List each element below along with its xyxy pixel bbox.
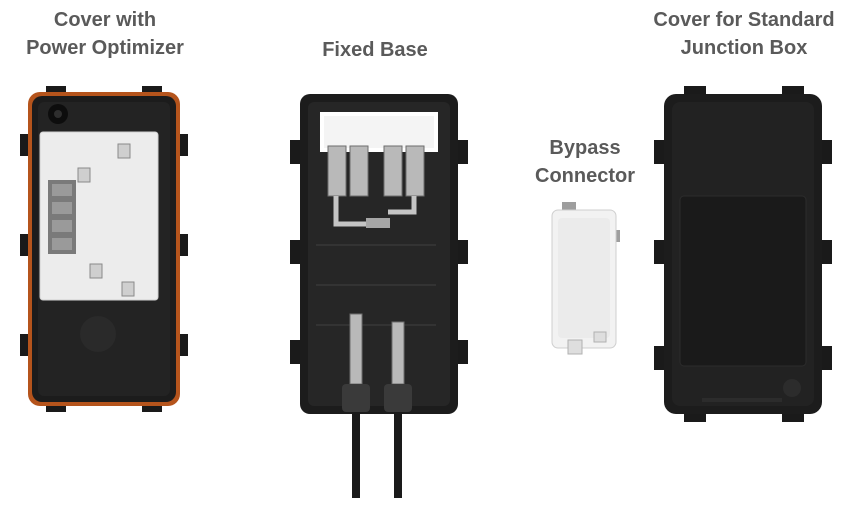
- bypass-connector-image: [548, 200, 628, 360]
- label-line: Fixed Base: [322, 39, 428, 61]
- label-bypass-connector: Bypass Connector: [500, 134, 670, 190]
- label-cover-with-power-optimizer: Cover with Power Optimizer: [0, 6, 210, 62]
- label-line: Cover for Standard: [653, 9, 835, 31]
- label-cover-for-standard-junction-box: Cover for Standard Junction Box: [630, 6, 858, 62]
- label-line: Connector: [535, 165, 635, 187]
- label-fixed-base: Fixed Base: [290, 36, 460, 64]
- label-line: Cover with: [53, 9, 157, 31]
- label-line: Bypass: [549, 137, 621, 159]
- label-line: Power Optimizer: [26, 37, 184, 59]
- label-line: Junction Box: [680, 37, 808, 59]
- cover-with-power-optimizer-image: [18, 84, 190, 414]
- fixed-base-image: [288, 84, 470, 500]
- cover-for-standard-junction-box-image: [652, 84, 834, 424]
